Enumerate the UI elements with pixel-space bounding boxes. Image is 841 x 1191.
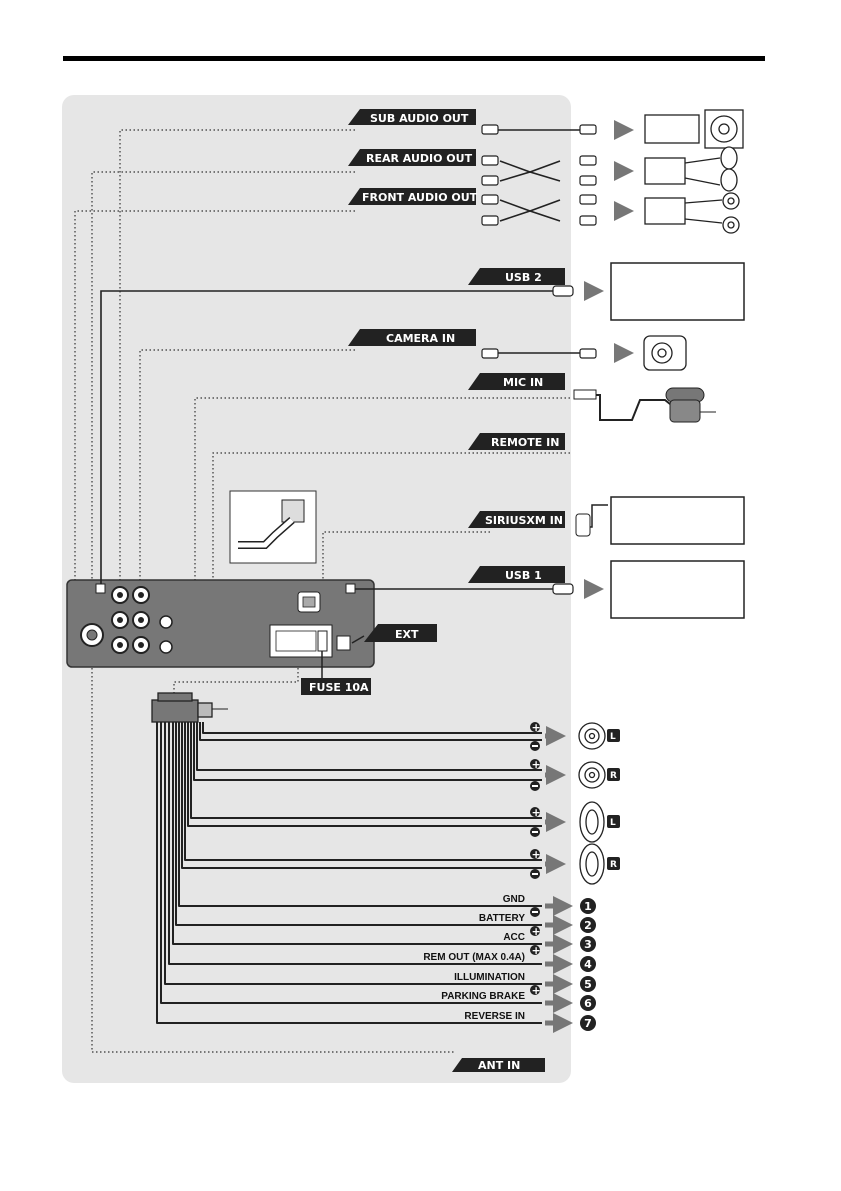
speaker-side-badges (607, 729, 620, 870)
siriusxm-in-label: SIRIUSXM IN (485, 514, 563, 527)
svg-text:+: + (532, 758, 541, 771)
siriusxm-inset (230, 491, 316, 563)
camera-device (644, 336, 686, 370)
wire-number-7: 7 (584, 1017, 592, 1030)
remote-in-jack[interactable] (160, 641, 172, 653)
speaker-side-3: L (610, 818, 616, 828)
wire-number-4: 4 (584, 958, 592, 971)
wire-number-6: 6 (584, 997, 592, 1010)
fuse (318, 631, 327, 651)
wire-label-4: REM OUT (MAX 0.4A) (423, 952, 525, 963)
wire-label-6: PARKING BRAKE (441, 991, 525, 1002)
wire-number-2: 2 (584, 919, 592, 932)
svg-text:+: + (532, 925, 541, 938)
wire-number-1: 1 (584, 900, 592, 913)
remote-in-label: REMOTE IN (491, 436, 559, 449)
wire-label-3: ACC (503, 932, 525, 943)
svg-text:+: + (532, 984, 541, 997)
svg-text:+: + (532, 721, 541, 734)
speaker-rear-l (579, 723, 605, 749)
rear-audio-out-label: REAR AUDIO OUT (366, 152, 473, 165)
speaker-side-4: R (610, 860, 617, 870)
usb1-port[interactable] (346, 584, 355, 593)
svg-text:+: + (532, 806, 541, 819)
front-audio-out-label: FRONT AUDIO OUT (362, 191, 478, 204)
head-unit (67, 580, 374, 667)
wire-label-7: REVERSE IN (464, 1011, 525, 1022)
siriusxm-device-box (611, 497, 744, 544)
siriusxm-cable (576, 505, 608, 536)
svg-text:+: + (532, 944, 541, 957)
mic-in-jack[interactable] (160, 616, 172, 628)
wire-number-3: 3 (584, 938, 592, 951)
ext-label: EXT (395, 628, 419, 641)
usb2-label: USB 2 (505, 271, 542, 284)
svg-text:+: + (532, 848, 541, 861)
sub-amp-device (645, 110, 743, 148)
fuse-label: FUSE 10A (309, 681, 369, 694)
usb1-device-box (611, 561, 744, 618)
usb2-device-box (611, 263, 744, 320)
speaker-side-2: R (610, 771, 617, 781)
usb2-port[interactable] (96, 584, 105, 593)
speaker-rear-r (579, 762, 605, 788)
speaker-front-l (580, 802, 604, 842)
wire-number-5: 5 (584, 978, 592, 991)
rear-amp-device (645, 147, 737, 191)
header-rule (63, 56, 765, 61)
ant-in-label: ANT IN (478, 1059, 520, 1072)
front-amp-device (645, 193, 739, 233)
wire-label-2: BATTERY (479, 913, 525, 924)
wire-arrows (545, 906, 563, 1023)
speaker-front-r (580, 844, 604, 884)
microphone-device (574, 388, 716, 422)
speaker-side-1: L (610, 732, 616, 742)
usb1-label: USB 1 (505, 569, 542, 582)
mic-in-label: MIC IN (503, 376, 543, 389)
camera-in-label: CAMERA IN (386, 332, 455, 345)
sub-audio-out-label: SUB AUDIO OUT (370, 112, 469, 125)
wire-label-5: ILLUMINATION (454, 972, 525, 983)
wire-label-1: GND (503, 894, 525, 905)
ext-port[interactable] (337, 636, 350, 650)
